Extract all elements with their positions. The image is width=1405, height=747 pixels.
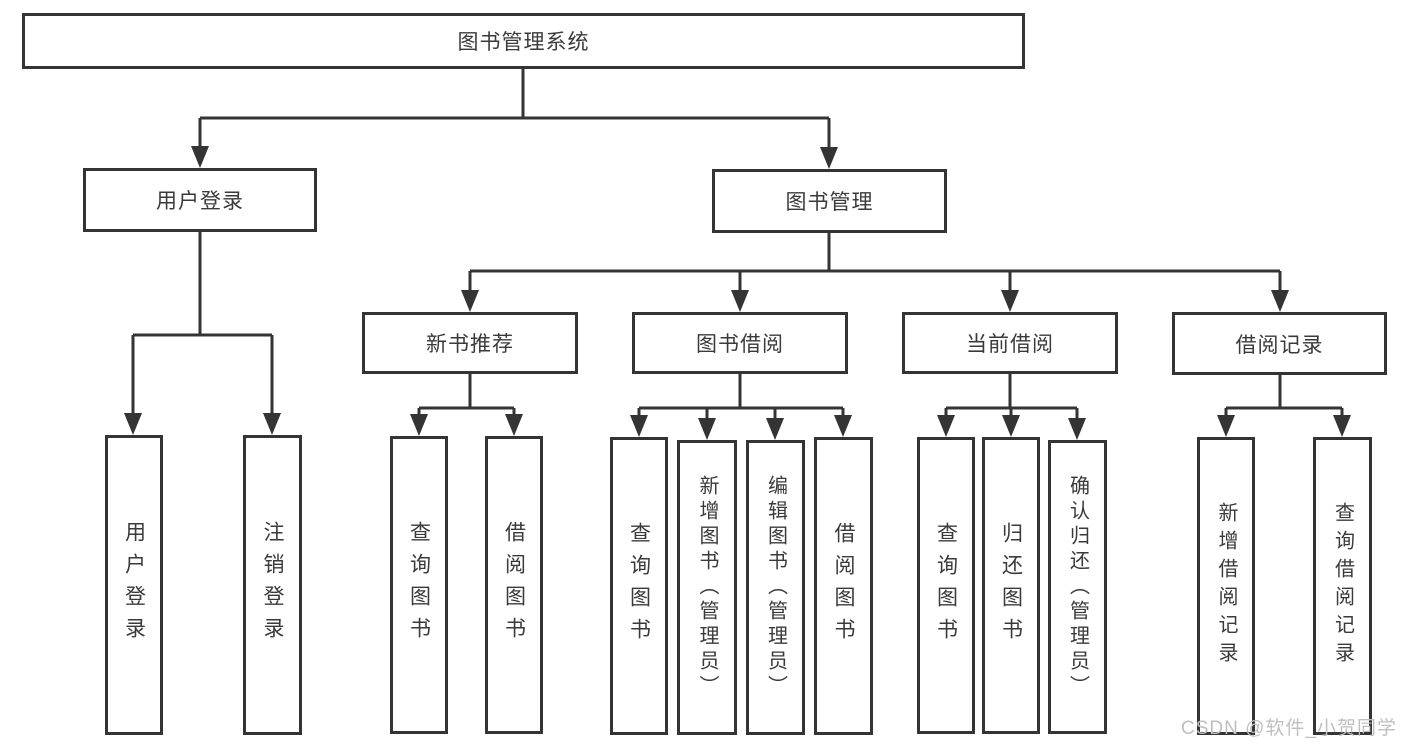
node-user-login: 用户登录	[83, 168, 317, 232]
csdn-watermark: CSDN @软件_小贺同学	[1181, 718, 1397, 739]
leaf-label: 用户登录	[122, 521, 146, 649]
leaf-user-login: 用户登录	[105, 435, 163, 735]
leaf-label: 编辑图书（管理员）	[764, 475, 787, 700]
leaf-borrow-books-1: 借阅图书	[485, 436, 543, 734]
leaf-confirm-return-admin: 确认归还（管理员）	[1048, 440, 1107, 734]
node-label: 图书管理系统	[457, 31, 590, 54]
node-label: 图书借阅	[696, 333, 784, 356]
leaf-query-borrow-record: 查询借阅记录	[1313, 437, 1372, 735]
leaf-label: 新增借阅记录	[1215, 502, 1237, 670]
node-label: 当前借阅	[966, 333, 1054, 356]
node-label: 借阅记录	[1235, 333, 1324, 357]
leaf-label: 归还图书	[999, 521, 1023, 650]
leaf-query-books-1: 查询图书	[390, 436, 448, 734]
leaf-label: 查询图书	[627, 522, 651, 650]
node-new-book-recommend: 新书推荐	[362, 312, 578, 374]
node-borrow-records: 借阅记录	[1172, 312, 1387, 375]
leaf-return-books: 归还图书	[982, 437, 1040, 734]
leaf-label: 新增图书（管理员）	[696, 475, 718, 700]
leaf-label: 借阅图书	[832, 522, 855, 650]
leaf-edit-books-admin: 编辑图书（管理员）	[746, 440, 805, 735]
leaf-query-books-3: 查询图书	[917, 437, 975, 734]
leaf-add-borrow-record: 新增借阅记录	[1197, 437, 1255, 735]
arrowheads	[124, 146, 1351, 440]
leaf-logout-login: 注销登录	[243, 435, 302, 735]
node-current-borrowing: 当前借阅	[902, 312, 1118, 374]
leaf-label: 注销登录	[261, 521, 284, 649]
leaf-borrow-books-2: 借阅图书	[814, 437, 873, 735]
node-label: 用户登录	[156, 190, 244, 213]
node-label: 新书推荐	[426, 333, 514, 356]
leaf-label: 查询图书	[934, 521, 958, 650]
node-label: 图书管理	[785, 191, 874, 214]
node-book-management: 图书管理	[712, 169, 947, 233]
leaf-label: 借阅图书	[502, 521, 526, 649]
node-book-borrowing: 图书借阅	[632, 312, 848, 374]
leaf-label: 查询借阅记录	[1331, 502, 1354, 670]
leaf-add-books-admin: 新增图书（管理员）	[677, 440, 737, 735]
leaf-query-books-2: 查询图书	[610, 437, 668, 735]
node-library-management-system: 图书管理系统	[22, 13, 1025, 69]
leaf-label: 确认归还（管理员）	[1066, 474, 1089, 700]
leaf-label: 查询图书	[407, 521, 431, 649]
